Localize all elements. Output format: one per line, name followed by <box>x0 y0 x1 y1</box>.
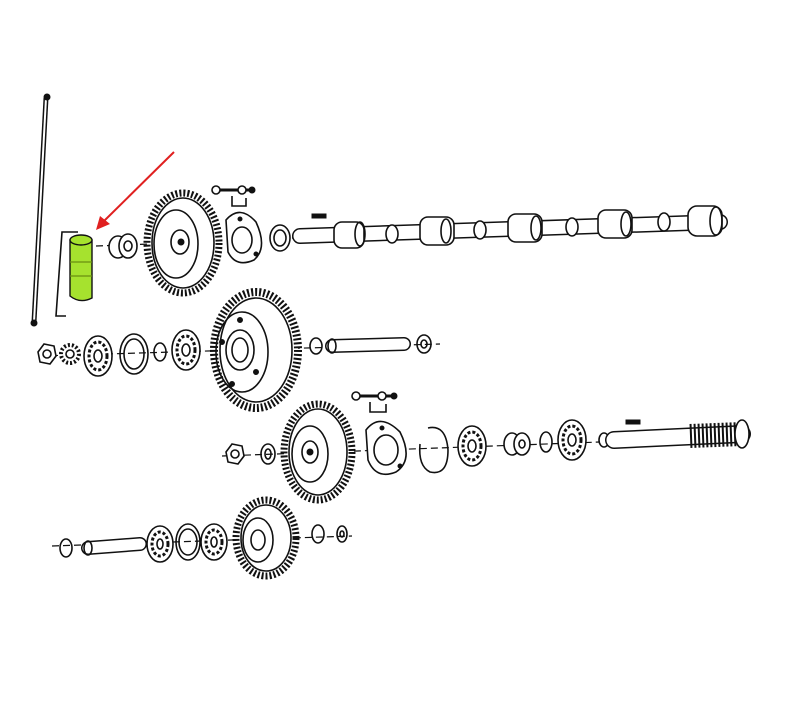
bracket-line <box>55 231 78 317</box>
row-idler-gear <box>37 288 441 412</box>
pointer-arrow <box>96 151 175 230</box>
row-lower-gear <box>51 496 353 580</box>
row-main-shaft <box>221 391 751 504</box>
pushrod <box>30 93 51 327</box>
row-camshaft <box>95 185 728 297</box>
highlighted-part <box>69 234 93 302</box>
